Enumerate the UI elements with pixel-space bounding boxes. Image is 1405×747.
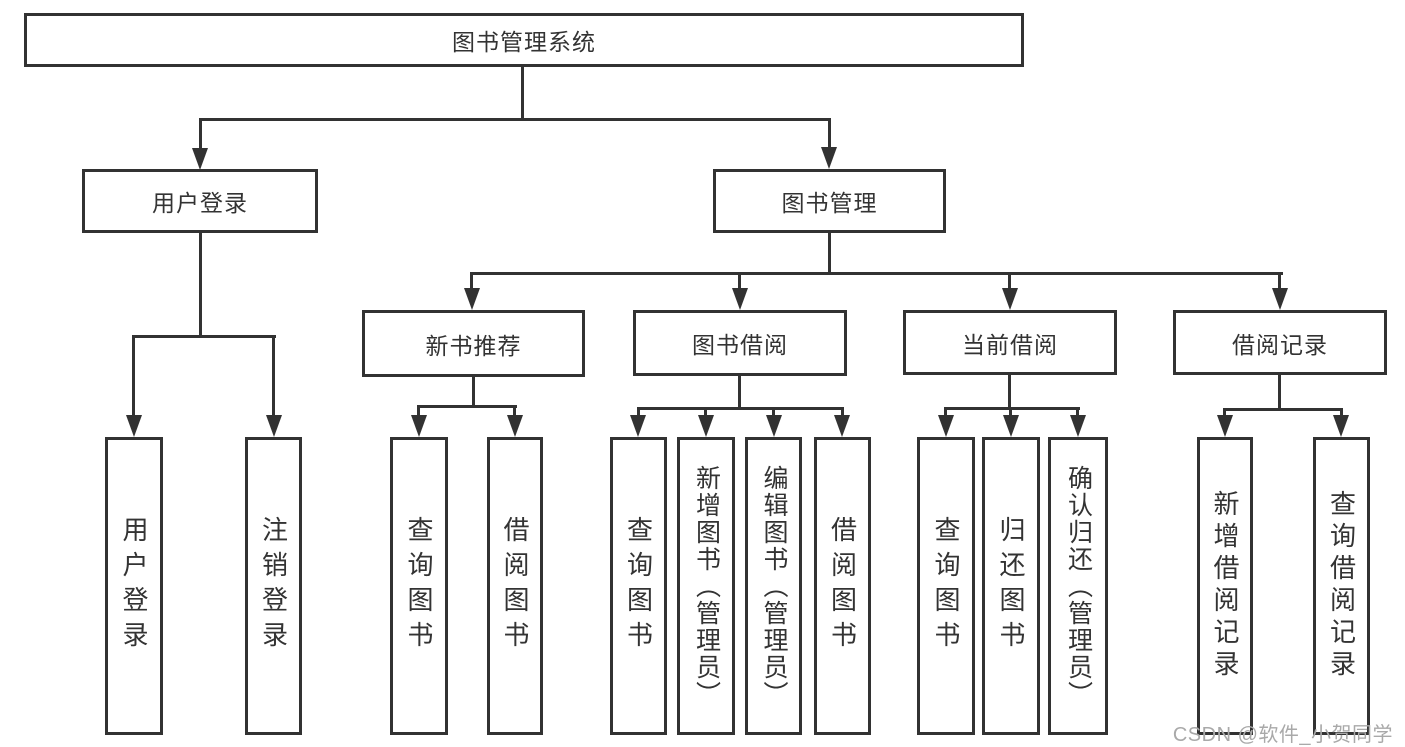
connector-g1-drop-2 [272,335,275,415]
connector-g3-drop-4 [841,407,844,417]
connector-g1-drop-1 [132,335,135,415]
node-leaf-confirm-return-admin-label: 确认归还（管理员） [1064,464,1093,708]
node-leaf-borrow-books-recommend-label: 借阅图书 [500,516,530,656]
arrow-down-icon [698,415,714,437]
arrow-down-icon [821,147,837,169]
connector-g2-drop-2 [513,405,516,417]
connector-g4-stem [1008,375,1011,410]
node-leaf-add-borrow-record: 新增借阅记录 [1197,437,1253,735]
node-user-login-label: 用户登录 [152,190,248,216]
node-leaf-query-books-current: 查询图书 [917,437,975,735]
connector-g5-drop-1 [1223,408,1226,417]
node-leaf-query-books-recommend-label: 查询图书 [404,516,434,656]
node-leaf-query-borrow-record: 查询借阅记录 [1313,437,1370,735]
connector-user-login-drop [199,118,202,148]
connector-g2-hline [417,405,517,408]
node-book-borrowing: 图书借阅 [633,310,847,376]
node-leaf-return-books: 归还图书 [982,437,1040,735]
node-leaf-add-book-admin: 新增图书（管理员） [677,437,735,735]
node-leaf-borrow-books-recommend: 借阅图书 [487,437,543,735]
connector-l3-drop-3 [1008,272,1011,290]
connector-level2-hline [200,118,831,121]
node-leaf-add-borrow-record-label: 新增借阅记录 [1210,490,1240,682]
connector-book-mgmt-stem [828,233,831,275]
connector-l3-drop-1 [470,272,473,290]
arrow-down-icon [1070,415,1086,437]
node-leaf-return-books-label: 归还图书 [996,516,1026,656]
node-borrowing-records-label: 借阅记录 [1232,331,1328,358]
arrow-down-icon [834,415,850,437]
arrow-down-icon [192,148,208,170]
node-new-book-recommendation-label: 新书推荐 [425,332,522,359]
arrow-down-icon [630,415,646,437]
connector-g5-drop-2 [1340,408,1343,417]
node-leaf-edit-book-admin-label: 编辑图书（管理员） [760,464,788,708]
connector-g4-hline [944,407,1080,410]
node-leaf-query-books-borrowing-label: 查询图书 [623,516,654,656]
connector-g5-stem [1278,375,1281,411]
node-borrowing-records: 借阅记录 [1173,310,1387,375]
node-leaf-add-book-admin-label: 新增图书（管理员） [692,464,721,708]
connector-g3-drop-1 [637,407,640,417]
arrow-down-icon [126,415,142,437]
arrow-down-icon [464,288,480,310]
arrow-down-icon [938,415,954,437]
node-leaf-edit-book-admin: 编辑图书（管理员） [745,437,802,735]
node-book-borrowing-label: 图书借阅 [692,332,788,358]
connector-level3-hline [471,272,1283,275]
arrow-down-icon [1002,288,1018,310]
node-leaf-query-books-recommend: 查询图书 [390,437,448,735]
arrow-down-icon [766,415,782,437]
connector-g2-stem [472,377,475,408]
connector-g3-drop-3 [772,407,775,417]
csdn-watermark: CSDN @软件_小贺同学 [1172,724,1393,746]
connector-g3-stem [738,376,741,410]
arrow-down-icon [1217,415,1233,437]
arrow-down-icon [1333,415,1349,437]
node-leaf-logout-label: 注销登录 [258,516,289,656]
arrow-down-icon [411,415,427,437]
connector-l3-drop-4 [1278,272,1281,290]
connector-g4-drop-3 [1076,407,1079,417]
connector-g5-hline [1223,408,1343,411]
node-user-login: 用户登录 [82,169,318,233]
node-leaf-logout: 注销登录 [245,437,302,735]
node-leaf-query-borrow-record-label: 查询借阅记录 [1326,490,1357,682]
node-book-management: 图书管理 [713,169,946,233]
arrow-down-icon [507,415,523,437]
node-leaf-user-login-label: 用户登录 [119,516,149,656]
node-current-borrowing: 当前借阅 [903,310,1117,375]
arrow-down-icon [1003,415,1019,437]
node-root-label: 图书管理系统 [452,29,596,55]
node-leaf-query-books-borrowing: 查询图书 [610,437,667,735]
node-leaf-borrow-books-borrowing-label: 借阅图书 [827,516,858,656]
arrow-down-icon [732,288,748,310]
connector-g1-stem [199,233,202,337]
node-new-book-recommendation: 新书推荐 [362,310,585,377]
connector-g1-hline [132,335,276,338]
connector-root-stem [521,66,524,120]
node-current-borrowing-label: 当前借阅 [962,331,1058,358]
node-leaf-confirm-return-admin: 确认归还（管理员） [1048,437,1108,735]
connector-g4-drop-1 [944,407,947,417]
connector-g3-hline [637,407,844,410]
node-book-management-label: 图书管理 [781,190,878,216]
node-leaf-query-books-current-label: 查询图书 [931,516,961,656]
connector-book-mgmt-drop [828,118,831,147]
arrow-down-icon [1272,288,1288,310]
connector-l3-drop-2 [738,272,741,290]
connector-g3-drop-2 [704,407,707,417]
arrow-down-icon [266,415,282,437]
connector-g4-drop-2 [1009,407,1012,417]
node-leaf-user-login: 用户登录 [105,437,163,735]
node-leaf-borrow-books-borrowing: 借阅图书 [814,437,871,735]
connector-g2-drop-1 [417,405,420,417]
node-root: 图书管理系统 [24,13,1024,67]
